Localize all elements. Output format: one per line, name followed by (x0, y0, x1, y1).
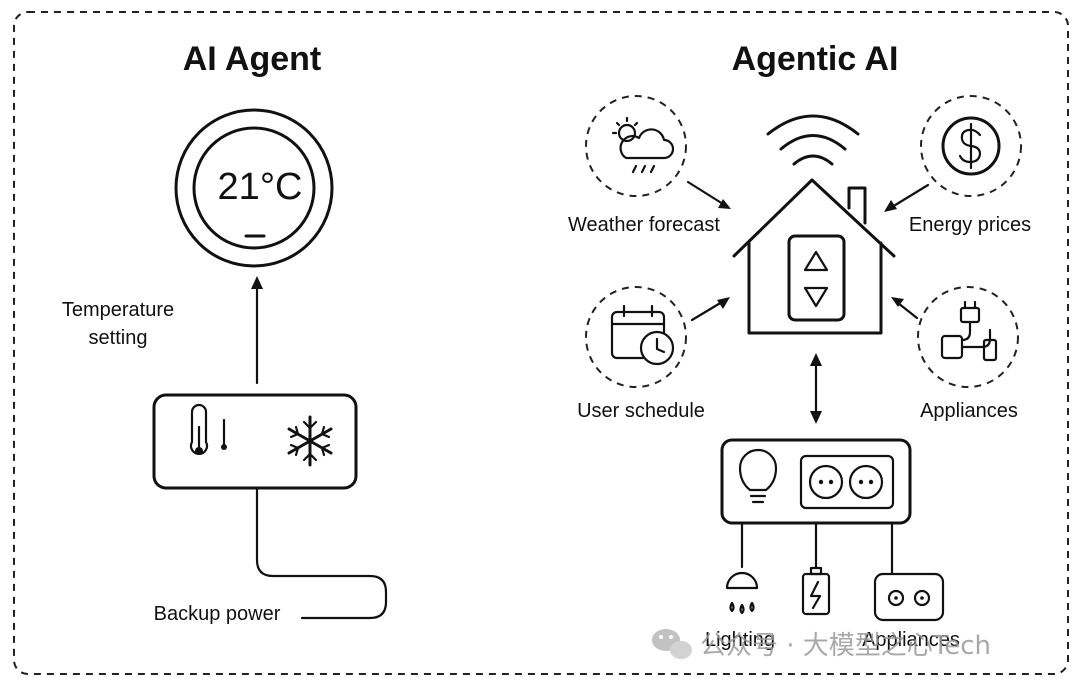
watermark-text: 公众号 · 大模型之心Tech (700, 631, 991, 661)
energy-circle (920, 95, 1022, 197)
energy-prices-label: Energy prices (909, 214, 1031, 236)
battery-icon (801, 566, 831, 616)
weather-circle (585, 95, 687, 197)
backup-power-cable (255, 486, 388, 620)
ceiling-lamp-icon (725, 571, 759, 615)
up-down-control-icon (787, 234, 846, 322)
thermostat-icon (174, 108, 334, 268)
appliances-circle (917, 286, 1019, 388)
thermometer-icon (189, 403, 227, 455)
temperature-arrow-head (251, 276, 263, 289)
weather-arrow-head (718, 199, 731, 209)
lighting-label: Lighting (705, 629, 775, 651)
schedule-arrow (690, 300, 724, 322)
wifi-icon (766, 114, 860, 166)
dollar-icon (941, 116, 1001, 176)
controller-box (152, 393, 358, 490)
outer-frame (13, 11, 1069, 675)
house-icon (732, 178, 896, 335)
calendar-clock-icon (610, 304, 675, 366)
appliance-outlet-icon (873, 572, 945, 622)
thermostat-display: 21°C (218, 166, 303, 208)
appliances-input-label: Appliances (920, 400, 1018, 422)
light-bulb-icon (738, 448, 778, 504)
weather-icon (611, 116, 675, 174)
user-schedule-label: User schedule (577, 400, 705, 422)
wechat-icon (652, 629, 692, 659)
weather-forecast-label: Weather forecast (568, 214, 720, 236)
schedule-circle (585, 286, 687, 388)
backup-power-label: Backup power (154, 603, 281, 625)
temperature-label-line1: Temperature (62, 299, 174, 321)
energy-arrow (890, 183, 930, 209)
left-title: AI Agent (183, 40, 322, 78)
energy-arrow-head (884, 200, 897, 212)
appliances-arrow-head (891, 297, 904, 307)
right-title: Agentic AI (732, 40, 899, 78)
plug-icon (940, 300, 998, 362)
house-hub-arrow-head-up (810, 353, 822, 366)
appliances-arrow (896, 301, 919, 320)
schedule-arrow-head (717, 297, 730, 309)
house-hub-arrow-head-down (810, 411, 822, 424)
power-outlet-icon (799, 454, 895, 510)
temperature-label-line2: setting (89, 327, 148, 349)
appliances-output-label: Appliances (862, 629, 960, 651)
weather-arrow (686, 180, 725, 206)
snowflake-icon (287, 415, 333, 467)
